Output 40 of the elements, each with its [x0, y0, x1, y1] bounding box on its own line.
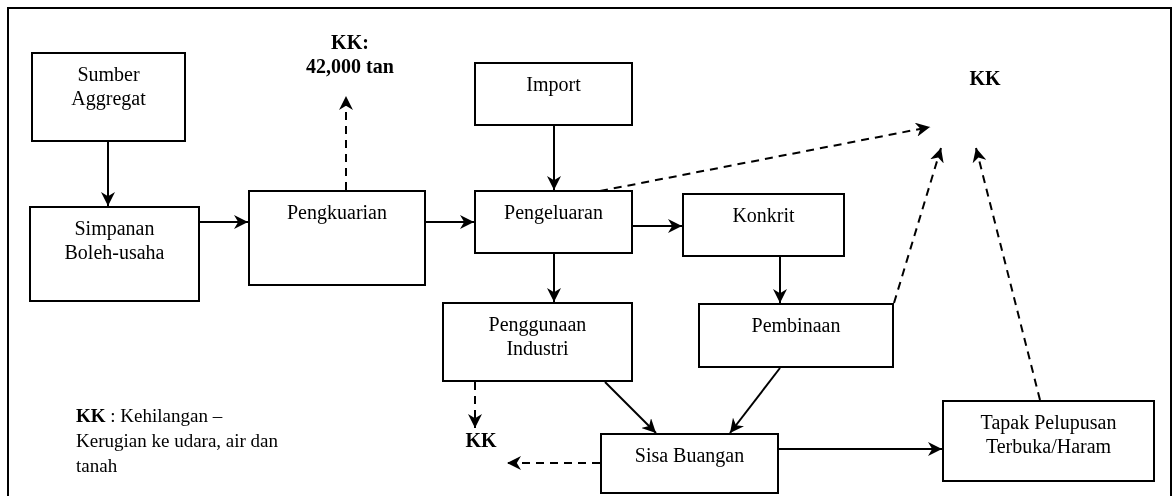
- process-box: [29, 206, 200, 302]
- arrow: [729, 367, 781, 434]
- arrow: [632, 219, 683, 233]
- box-label: Simpanan Boleh-usaha: [63, 216, 166, 264]
- process-box: [474, 62, 633, 126]
- dashed-arrow: [893, 147, 944, 304]
- dashed-arrow: [599, 122, 931, 192]
- loss-label: KK: 42,000 tan: [305, 30, 395, 78]
- arrow: [101, 141, 115, 207]
- dashed-arrow: [339, 95, 353, 191]
- box-label: Tapak Pelupusan Terbuka/Haram: [979, 410, 1118, 458]
- loss-label: KK: [969, 66, 1001, 90]
- arrow: [778, 442, 943, 456]
- box-label: Sumber Aggregat: [70, 62, 147, 110]
- process-box: [698, 303, 894, 368]
- dashed-arrow: [506, 456, 601, 470]
- process-box: [682, 193, 845, 257]
- box-label: Pengeluaran: [504, 200, 603, 224]
- process-box: [474, 190, 633, 254]
- process-box: [31, 52, 186, 142]
- process-box: [600, 433, 779, 494]
- loss-label: KK: [465, 428, 497, 452]
- dashed-arrow: [972, 147, 1041, 401]
- box-label: Sisa Buangan: [634, 443, 745, 467]
- box-label: Pengkuarian: [287, 200, 387, 224]
- process-box: [248, 190, 426, 286]
- box-label: Penggunaan Industri: [487, 312, 588, 360]
- legend-note: KK : Kehilangan – Kerugian ke udara, air dan tanah: [76, 404, 280, 478]
- arrow: [773, 256, 787, 304]
- arrow: [604, 381, 657, 434]
- arrow: [547, 253, 561, 303]
- box-label: Pembinaan: [751, 313, 841, 337]
- dashed-arrow: [468, 381, 482, 429]
- process-box: [442, 302, 633, 382]
- arrow: [425, 215, 475, 229]
- box-label: Import: [526, 72, 581, 96]
- arrow: [199, 215, 249, 229]
- box-label: Konkrit: [732, 203, 795, 227]
- arrow: [547, 125, 561, 191]
- process-box: [942, 400, 1155, 482]
